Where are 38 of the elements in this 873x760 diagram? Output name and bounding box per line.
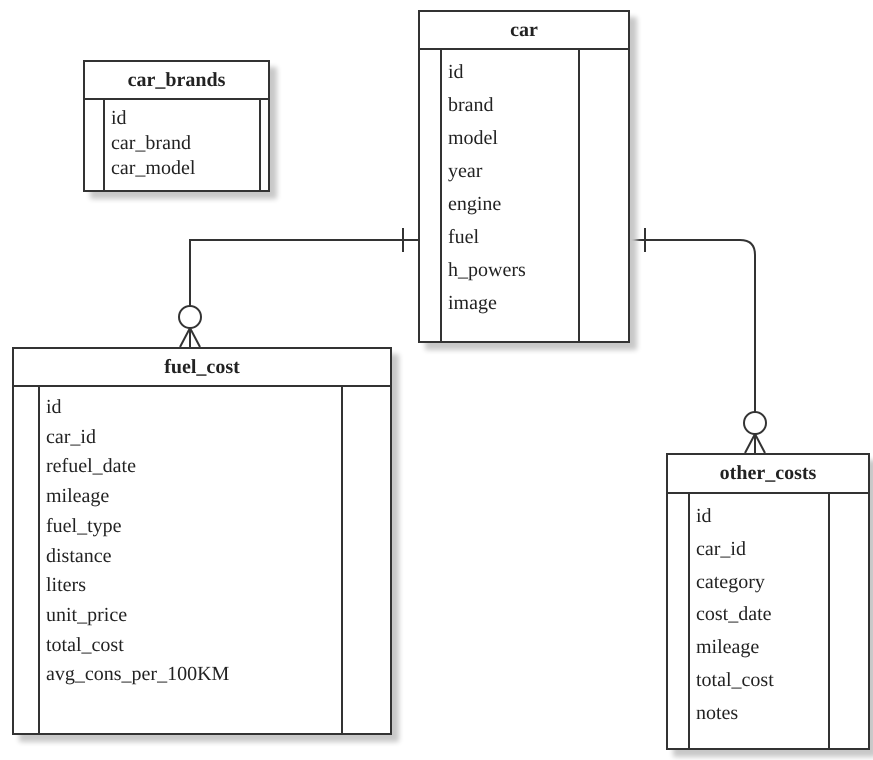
field-name: id xyxy=(111,106,128,131)
table-name: car xyxy=(510,18,538,42)
field-name: total_cost xyxy=(696,668,775,693)
field-name: unit_price xyxy=(46,602,128,628)
table-name: other_costs xyxy=(720,462,816,485)
field-name: image xyxy=(448,291,498,316)
field-name: fuel xyxy=(448,225,480,250)
entity-table xyxy=(666,453,870,750)
relationship-line xyxy=(178,227,418,348)
field-name: car_id xyxy=(696,536,747,562)
field-name: id xyxy=(696,504,713,529)
field-name: model xyxy=(448,126,499,151)
field-name: car_model xyxy=(111,156,196,181)
field-name: id xyxy=(448,60,465,85)
entity-table xyxy=(418,10,630,343)
field-name: id xyxy=(46,395,63,420)
field-name: notes xyxy=(696,700,740,726)
field-name: engine xyxy=(448,192,502,217)
field-name: mileage xyxy=(696,635,760,660)
field-name: liters xyxy=(46,573,87,598)
field-name: category xyxy=(696,570,766,595)
field-name: h_powers xyxy=(448,258,527,283)
field-name: year xyxy=(448,159,484,184)
field-name: car_id xyxy=(46,424,97,450)
field-name: avg_cons_per_100KM xyxy=(46,662,230,688)
field-name: brand xyxy=(448,93,495,118)
field-name: cost_date xyxy=(696,602,773,628)
field-name: refuel_date xyxy=(46,454,137,480)
field-name: mileage xyxy=(46,484,110,510)
relationship-line xyxy=(630,227,767,454)
field-name: car_brand xyxy=(111,131,192,156)
entity-table xyxy=(83,60,270,192)
entity-table xyxy=(12,347,392,735)
field-name: fuel_type xyxy=(46,514,123,539)
table-name: fuel_cost xyxy=(164,356,240,378)
field-name: distance xyxy=(46,544,113,569)
table-name: car_brands xyxy=(128,68,226,92)
field-name: total_cost xyxy=(46,632,125,658)
